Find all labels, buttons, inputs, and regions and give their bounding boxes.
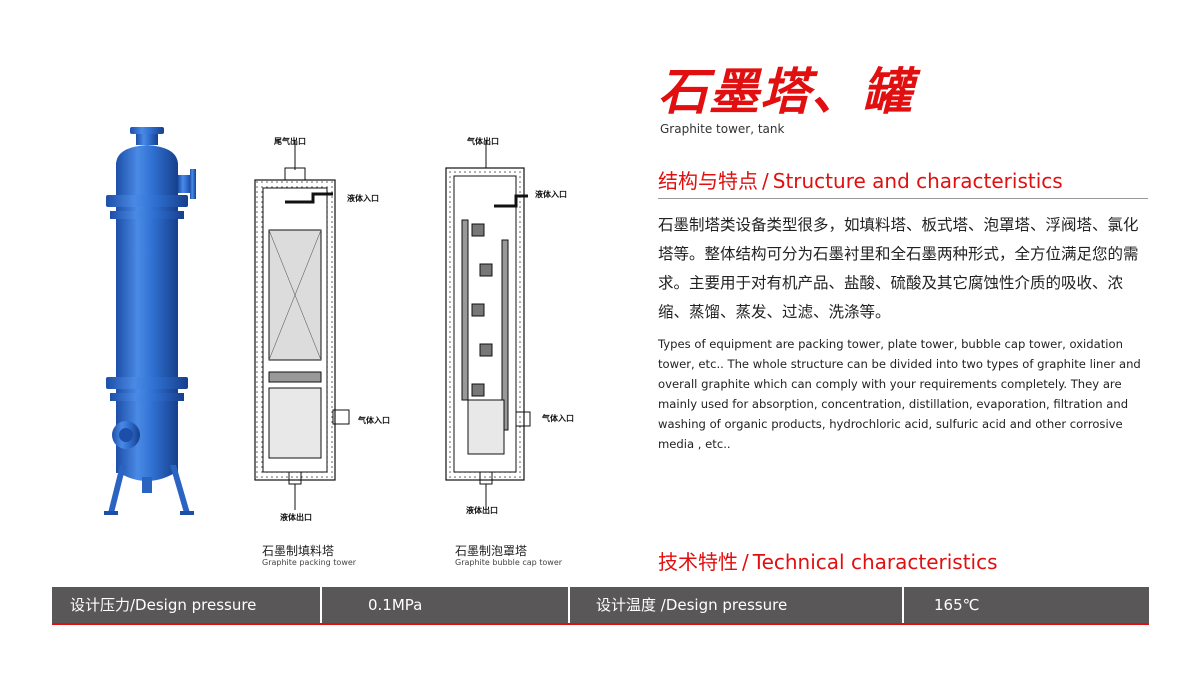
packing-caption-en: Graphite packing tower [262, 558, 357, 567]
spec-temperature-value: 165℃ [934, 596, 980, 614]
packing-liquid-outlet-label: 液体出口 [280, 513, 312, 522]
structure-heading-cn: 结构与特点 [658, 169, 758, 193]
technical-heading: 技术特性/Technical characteristics [658, 549, 998, 575]
bubble-liquid-outlet-label: 液体出口 [466, 506, 498, 515]
spec-temperature-label: 设计温度 /Design pressure [570, 587, 904, 623]
section-divider [658, 198, 1148, 199]
structure-heading-en: Structure and characteristics [772, 169, 1063, 193]
bubble-caption-cn: 石墨制泡罩塔 [455, 544, 528, 558]
description-cn: 石墨制塔类设备类型很多，如填料塔、板式塔、泡罩塔、浮阀塔、氯化塔等。整体结构可分… [658, 216, 1139, 321]
spec-pressure-value: 0.1MPa [322, 587, 570, 623]
bubble-liquid-inlet-label: 液体入口 [535, 190, 567, 199]
technical-heading-sep: / [742, 550, 749, 574]
packing-liquid-inlet-label: 液体入口 [347, 194, 379, 203]
graphite-tower-image [104, 127, 196, 515]
page-title: 石墨塔、罐 [658, 63, 913, 121]
technical-heading-en: Technical characteristics [752, 550, 998, 574]
spec-pressure-label: 设计压力/Design pressure [52, 587, 322, 623]
technical-heading-cn: 技术特性 [658, 550, 738, 574]
packing-tower-diagram [254, 140, 350, 510]
spec-table: 设计压力/Design pressure 0.1MPa 设计温度 /Design… [52, 587, 1149, 625]
page-subtitle: Graphite tower, tank [660, 122, 785, 136]
structure-heading-sep: / [762, 169, 769, 193]
packing-tail-gas-outlet-label: 尾气出口 [274, 137, 306, 146]
bubble-caption-en: Graphite bubble cap tower [455, 558, 563, 567]
bubble-gas-inlet-label: 气体入口 [542, 414, 574, 423]
packing-caption-cn: 石墨制填料塔 [262, 544, 335, 558]
packing-gas-inlet-label: 气体入口 [358, 416, 390, 425]
structure-heading: 结构与特点/Structure and characteristics [658, 168, 1063, 194]
bubble-gas-outlet-label: 气体出口 [467, 137, 499, 146]
description-en: Types of equipment are packing tower, pl… [658, 337, 1141, 451]
bubble-cap-tower-diagram [445, 140, 531, 510]
